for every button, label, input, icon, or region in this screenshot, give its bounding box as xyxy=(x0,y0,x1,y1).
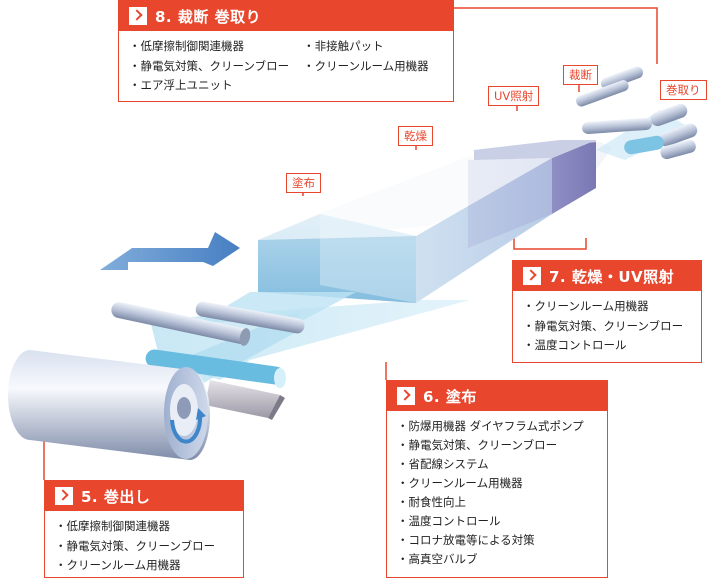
stage-8-cutting-winding-box: 8. 裁断 巻取り 低摩擦制御関連機器 静電気対策、クリーンブロー エア浮上ユニ… xyxy=(118,0,454,102)
tag-drying: 乾燥 xyxy=(398,126,433,146)
stage-7-drying-uv-box: 7. 乾燥・UV照射 クリーンルーム用機器 静電気対策、クリーンブロー 温度コン… xyxy=(512,260,702,363)
doctor-blade xyxy=(205,380,280,418)
stage-7-header: 7. 乾燥・UV照射 xyxy=(513,261,701,291)
list-item: 静電気対策、クリーンブロー xyxy=(55,537,233,557)
list-item: 防爆用機器 ダイヤフラム式ポンプ xyxy=(397,417,597,436)
flow-direction-arrow xyxy=(100,232,240,270)
list-item: クリーンルーム用機器 xyxy=(397,474,597,493)
stage-6-list: 防爆用機器 ダイヤフラム式ポンプ 静電気対策、クリーンブロー 省配線システム ク… xyxy=(387,411,607,573)
tag-winding: 巻取り xyxy=(660,80,707,100)
list-item: 高真空バルブ xyxy=(397,550,597,569)
coating-roller xyxy=(145,349,286,388)
stage-7-list: クリーンルーム用機器 静電気対策、クリーンブロー 温度コントロール xyxy=(513,291,701,360)
chevron-right-icon xyxy=(523,267,541,285)
chevron-right-icon xyxy=(397,387,415,405)
list-item: 低摩擦制御関連機器 xyxy=(129,37,289,57)
list-item: クリーンルーム用機器 xyxy=(303,57,429,77)
list-item: 温度コントロール xyxy=(523,336,691,356)
stage-5-header: 5. 巻出し xyxy=(45,481,243,511)
list-item: コロナ放電等による対策 xyxy=(397,531,597,550)
list-item: 静電気対策、クリーンブロー xyxy=(397,436,597,455)
unwind-roll xyxy=(8,350,210,460)
list-item: クリーンルーム用機器 xyxy=(55,556,233,576)
cutting-rollers xyxy=(575,66,652,135)
winding-rolls xyxy=(624,103,698,160)
stage-8-list-right: 非接触パット クリーンルーム用機器 xyxy=(303,37,429,96)
chevron-right-icon xyxy=(55,487,73,505)
tag-cutting: 裁断 xyxy=(563,65,598,85)
list-item: 静電気対策、クリーンブロー xyxy=(523,317,691,337)
list-item: 省配線システム xyxy=(397,455,597,474)
stage-7-title: 7. 乾燥・UV照射 xyxy=(549,267,675,286)
list-item: 低摩擦制御関連機器 xyxy=(55,517,233,537)
stage-5-unwinding-box: 5. 巻出し 低摩擦制御関連機器 静電気対策、クリーンブロー クリーンルーム用機… xyxy=(44,480,244,578)
stage-5-list: 低摩擦制御関連機器 静電気対策、クリーンブロー クリーンルーム用機器 xyxy=(45,511,243,580)
list-item: 温度コントロール xyxy=(397,512,597,531)
stage-8-title: 8. 裁断 巻取り xyxy=(155,7,262,26)
stage-6-header: 6. 塗布 xyxy=(387,381,607,411)
list-item: 非接触パット xyxy=(303,37,429,57)
list-item: 耐食性向上 xyxy=(397,493,597,512)
tag-coating: 塗布 xyxy=(286,173,321,193)
list-item: クリーンルーム用機器 xyxy=(523,297,691,317)
stage-8-list-left: 低摩擦制御関連機器 静電気対策、クリーンブロー エア浮上ユニット xyxy=(129,37,290,96)
stage-8-header: 8. 裁断 巻取り xyxy=(119,1,453,31)
stage-6-coating-box: 6. 塗布 防爆用機器 ダイヤフラム式ポンプ 静電気対策、クリーンブロー 省配線… xyxy=(386,380,608,578)
tag-uv: UV照射 xyxy=(488,86,540,106)
guide-roller-1 xyxy=(111,302,251,346)
list-item: エア浮上ユニット xyxy=(129,76,289,96)
stage-5-title: 5. 巻出し xyxy=(81,487,151,506)
stage-8-list: 低摩擦制御関連機器 静電気対策、クリーンブロー エア浮上ユニット 非接触パット … xyxy=(119,31,453,100)
guide-roller-2 xyxy=(195,301,305,334)
chevron-right-icon xyxy=(129,7,147,25)
stage-6-title: 6. 塗布 xyxy=(423,387,477,406)
list-item: 静電気対策、クリーンブロー xyxy=(129,57,290,77)
